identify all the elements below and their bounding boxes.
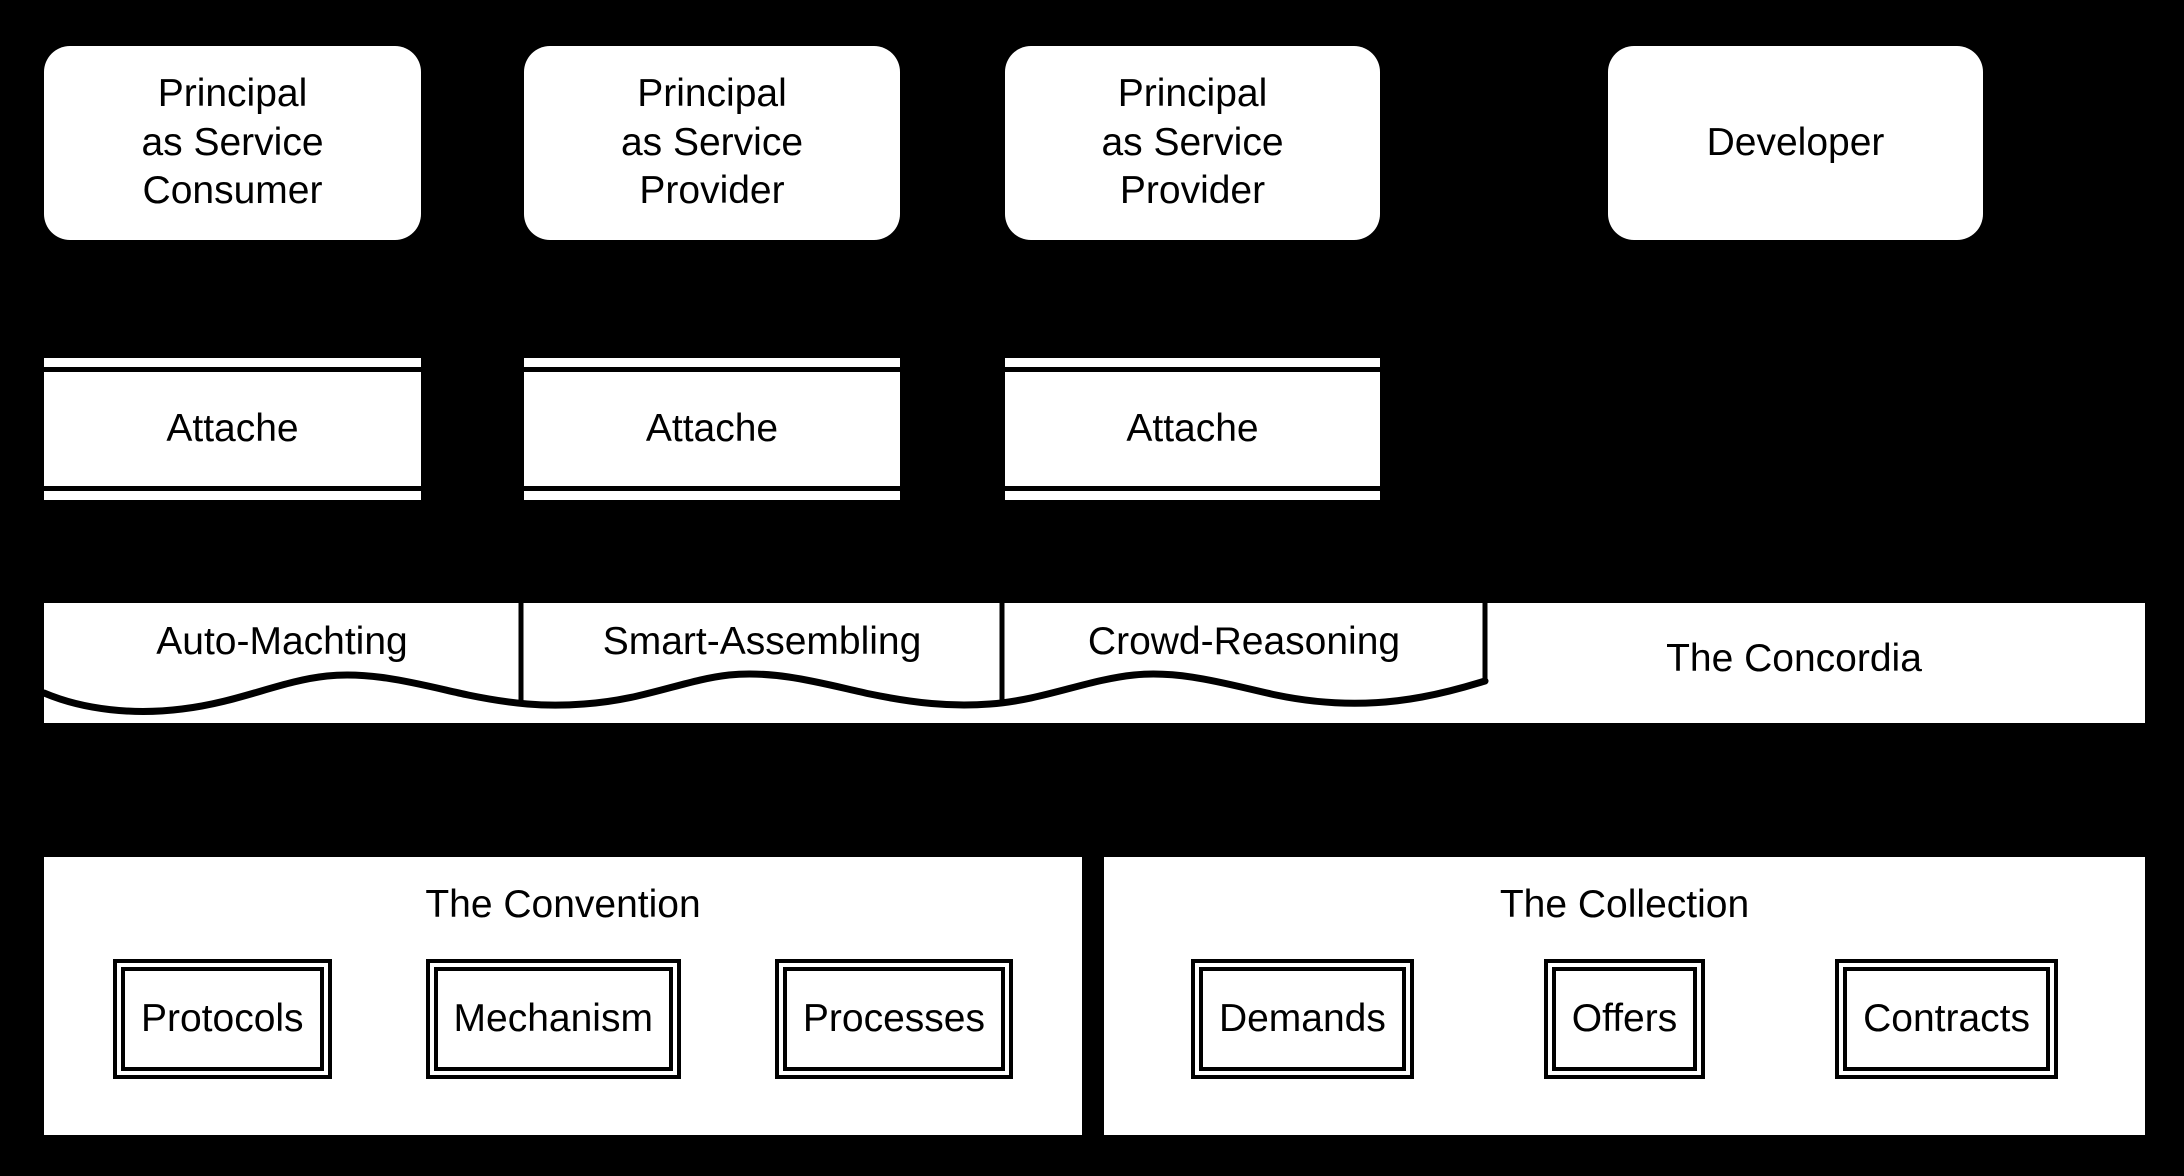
attache-label-area: Attache	[44, 372, 421, 486]
item-label: Processes	[802, 997, 985, 1040]
item-label: Mechanism	[453, 997, 653, 1040]
item-label: Contracts	[1863, 997, 2031, 1040]
attache-bottom-compartment	[1005, 486, 1380, 500]
actor-box-principal-as-service-provider-1[interactable]: Principal as Service Provider	[524, 46, 900, 240]
item-box-mechanism[interactable]: Mechanism	[425, 959, 681, 1079]
panel-the-collection[interactable]: The Collection Demands Offers Contracts	[1104, 857, 2145, 1135]
item-box-inner: Protocols	[120, 967, 324, 1071]
attache-box-3[interactable]: Attache	[1005, 358, 1380, 500]
item-box-offers[interactable]: Offers	[1543, 959, 1706, 1079]
item-box-inner: Mechanism	[433, 967, 673, 1071]
attache-top-compartment	[524, 358, 900, 372]
scroll-band[interactable]: Auto-Machting Smart-Assembling Crowd-Rea…	[44, 603, 2145, 723]
actor-box-principal-as-service-provider-2[interactable]: Principal as Service Provider	[1005, 46, 1380, 240]
attache-box-1[interactable]: Attache	[44, 358, 421, 500]
item-box-inner: Demands	[1198, 967, 1406, 1071]
actor-box-label: Principal as Service Provider	[620, 72, 804, 213]
item-box-inner: Processes	[782, 967, 1005, 1071]
item-box-inner: Offers	[1551, 967, 1698, 1071]
scroll-section-label-auto-machting[interactable]: Auto-Machting	[156, 620, 408, 663]
scroll-section-label-the-concordia[interactable]: The Concordia	[1666, 637, 1922, 680]
item-box-protocols[interactable]: Protocols	[112, 959, 332, 1079]
attache-bottom-compartment	[524, 486, 900, 500]
panel-items: Demands Offers Contracts	[1104, 959, 2145, 1079]
attache-top-compartment	[44, 358, 421, 372]
attache-label-area: Attache	[524, 372, 900, 486]
attache-label: Attache	[166, 407, 299, 450]
scroll-section-label-crowd-reasoning[interactable]: Crowd-Reasoning	[1087, 620, 1401, 663]
item-box-demands[interactable]: Demands	[1190, 959, 1414, 1079]
item-box-inner: Contracts	[1843, 967, 2051, 1071]
attache-bottom-compartment	[44, 486, 421, 500]
item-label: Protocols	[140, 997, 304, 1040]
panel-title: The Convention	[425, 883, 701, 926]
actor-box-developer[interactable]: Developer	[1608, 46, 1983, 240]
actor-box-label: Principal as Service Consumer	[141, 72, 324, 213]
attache-label: Attache	[645, 407, 779, 450]
attache-label: Attache	[1126, 407, 1259, 450]
scroll-section-label-smart-assembling[interactable]: Smart-Assembling	[602, 620, 922, 663]
item-box-processes[interactable]: Processes	[774, 959, 1013, 1079]
actor-box-label: Principal as Service Provider	[1101, 72, 1284, 213]
item-label: Offers	[1571, 997, 1678, 1040]
item-label: Demands	[1218, 997, 1386, 1040]
panel-the-convention[interactable]: The Convention Protocols Mechanism Proce…	[44, 857, 1082, 1135]
attache-top-compartment	[1005, 358, 1380, 372]
actor-box-label: Developer	[1706, 120, 1885, 164]
panel-title: The Collection	[1499, 883, 1750, 926]
attache-label-area: Attache	[1005, 372, 1380, 486]
actor-box-principal-as-service-consumer[interactable]: Principal as Service Consumer	[44, 46, 421, 240]
item-box-contracts[interactable]: Contracts	[1835, 959, 2059, 1079]
attache-box-2[interactable]: Attache	[524, 358, 900, 500]
panel-items: Protocols Mechanism Processes	[44, 959, 1082, 1079]
